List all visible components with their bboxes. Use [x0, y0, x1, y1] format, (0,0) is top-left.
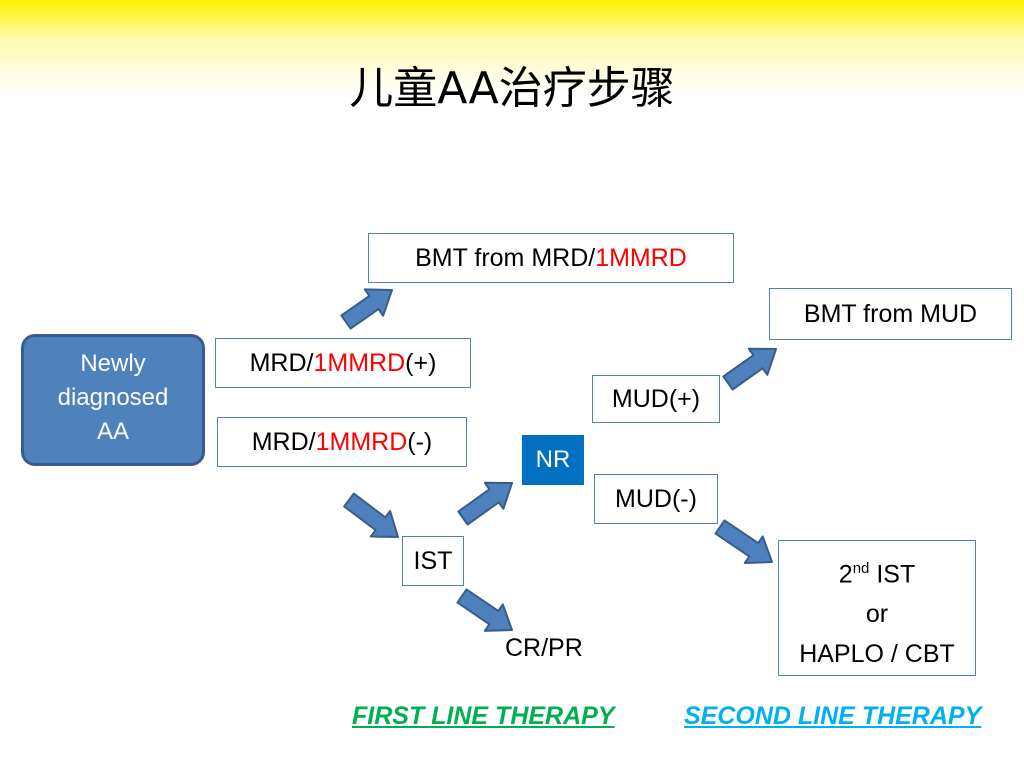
second-ist: IST [869, 560, 916, 589]
second-line-therapy-label: SECOND LINE THERAPY [684, 702, 982, 730]
arrow-shape [714, 519, 773, 564]
arrow-shape [343, 492, 399, 538]
second-num: 2 [838, 560, 853, 589]
bmt-mrd-red: 1MMRD [595, 244, 687, 272]
arrow-to-second-ist [714, 519, 773, 564]
mrd-positive-node: MRD/1MMRD(+) [215, 338, 471, 388]
arrow-to-bmt-mrd [340, 288, 393, 330]
second-haplo: HAPLO / CBT [799, 640, 955, 669]
mrd-negative-node: MRD/1MMRD(-) [217, 417, 467, 467]
mrd-pos-red: 1MMRD [313, 349, 406, 377]
ist-node: IST [402, 536, 464, 586]
bmt-mrd-prefix: BMT from MRD/ [415, 244, 596, 272]
arrow-shape [456, 588, 513, 632]
mrd-neg-red: 1MMRD [315, 428, 408, 456]
mrd-pos-suffix: (+) [405, 349, 437, 377]
arrow-shape [722, 347, 777, 391]
newly-line-3: AA [96, 418, 129, 445]
mrd-neg-suffix: (-) [407, 428, 433, 456]
page-title: 儿童AA治疗步骤 [349, 63, 675, 114]
bmt-from-mrd-node: BMT from MRD/1MMRD [368, 233, 734, 283]
newly-line-1: Newly [80, 350, 146, 377]
mud-negative-node: MUD(-) [594, 474, 718, 524]
arrow-to-cr-pr [456, 588, 513, 632]
arrow-shape [457, 481, 513, 526]
arrow-to-bmt-mud [722, 347, 777, 391]
newly-line-2: diagnosed [57, 384, 169, 411]
mud-positive-node: MUD(+) [592, 375, 720, 423]
arrow-shape [340, 288, 393, 330]
nr-node: NR [522, 435, 584, 485]
newly-diagnosed-node: Newly diagnosed AA [21, 334, 205, 466]
arrow-to-nr [457, 481, 513, 526]
mrd-pos-prefix: MRD/ [249, 349, 314, 377]
mrd-neg-prefix: MRD/ [251, 428, 316, 456]
second-ist-line: 2nd IST [779, 549, 975, 594]
cr-pr-label: CR/PR [505, 634, 583, 662]
second-ist-node: 2nd IST or HAPLO / CBT [778, 540, 976, 676]
first-line-therapy-label: FIRST LINE THERAPY [352, 702, 615, 730]
bmt-from-mud-node: BMT from MUD [769, 288, 1012, 340]
second-or: or [865, 600, 889, 629]
arrow-to-ist [343, 492, 399, 538]
second-sup: nd [852, 560, 870, 577]
